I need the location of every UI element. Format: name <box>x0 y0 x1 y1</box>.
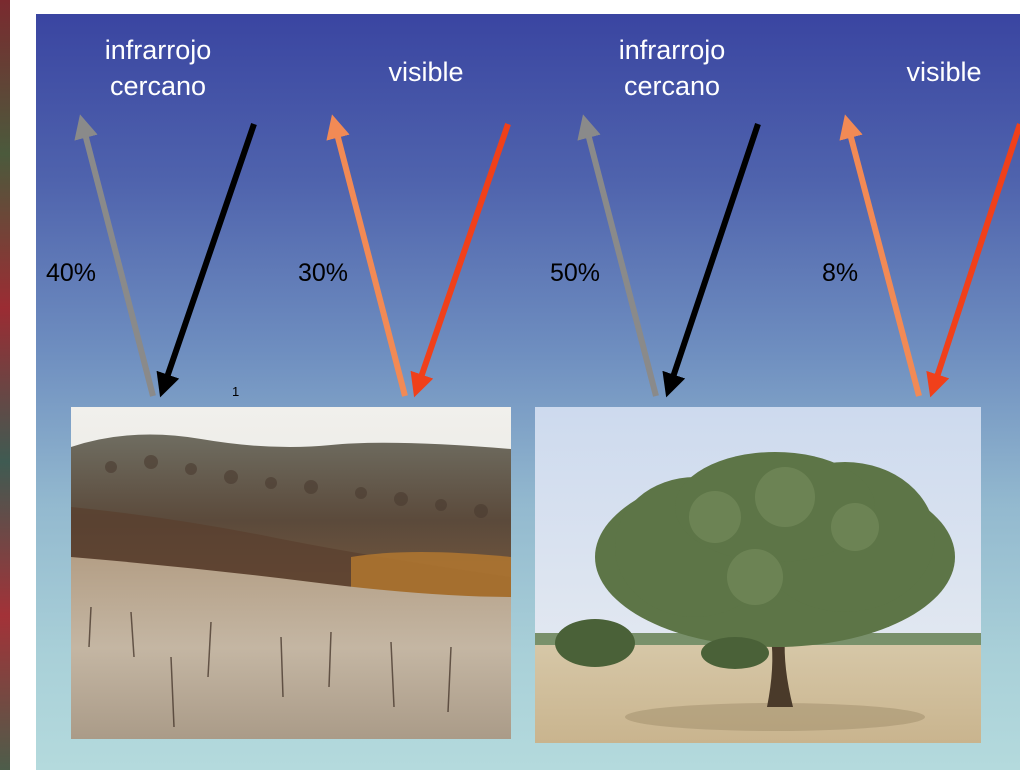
visible-reflected-arrow-1 <box>326 114 408 397</box>
oak-tree-illustration <box>535 407 981 743</box>
oak-tree-photo <box>535 407 981 743</box>
pct-tree-visible: 8% <box>822 259 859 287</box>
label-line: infrarrojo <box>618 35 726 65</box>
nir-incident-arrow-2 <box>662 123 761 398</box>
diagram-slide: infrarrojo cercano visible infrarrojo ce… <box>36 14 1020 770</box>
label-line: cercano <box>109 71 207 101</box>
burned-hillside-photo <box>71 407 511 739</box>
label-visible-2: visible <box>906 57 982 87</box>
label-infrarrojo-cercano-1: infrarrojo cercano <box>78 32 238 104</box>
visible-incident-arrow-2 <box>926 123 1020 398</box>
arrow-layer <box>74 114 1020 398</box>
label-visible-1: visible <box>388 57 464 87</box>
label-line: cercano <box>623 71 721 101</box>
pct-burned-nir: 40% <box>46 259 97 287</box>
pct-burned-visible: 30% <box>298 259 349 287</box>
footnote-marker: 1 <box>232 384 240 399</box>
visible-reflected-arrow-2 <box>839 114 922 397</box>
nir-reflected-arrow-2 <box>577 114 659 397</box>
nir-reflected-arrow-1 <box>74 114 156 397</box>
label-line: infrarrojo <box>104 35 212 65</box>
left-edge-strip <box>0 0 10 770</box>
pct-tree-nir: 50% <box>550 259 601 287</box>
burned-hillside-illustration <box>71 407 511 739</box>
visible-incident-arrow-1 <box>410 123 511 398</box>
nir-incident-arrow-1 <box>156 123 257 398</box>
label-infrarrojo-cercano-2: infrarrojo cercano <box>592 32 752 104</box>
